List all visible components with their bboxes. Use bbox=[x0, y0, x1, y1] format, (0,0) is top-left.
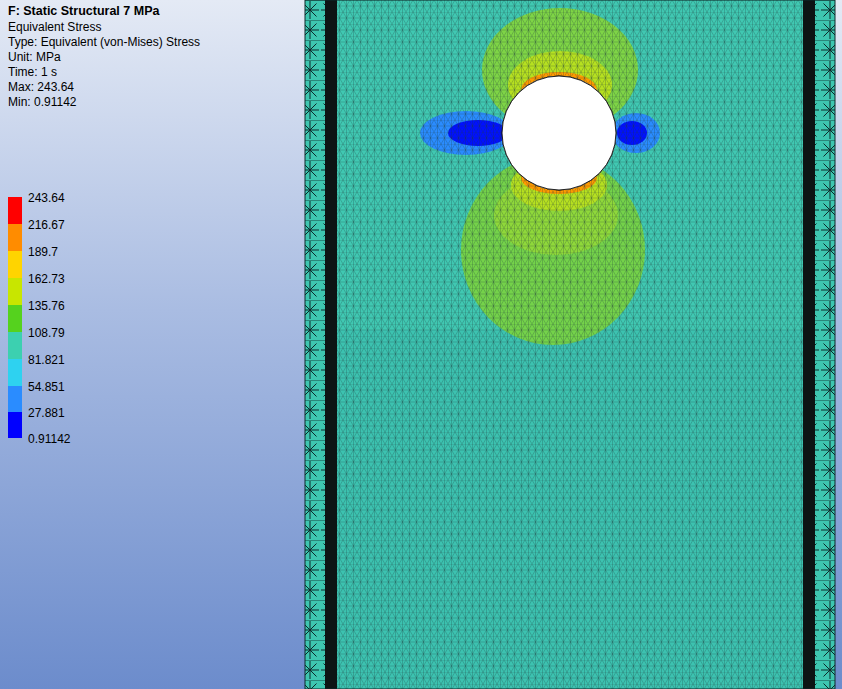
result-info: Time: 1 s bbox=[8, 65, 57, 79]
result-info: Type: Equivalent (von-Mises) Stress bbox=[8, 35, 200, 49]
result-info: Equivalent Stress bbox=[8, 20, 101, 34]
result-info: Min: 0.91142 bbox=[8, 95, 77, 109]
result-title: F: Static Structural 7 MPa bbox=[8, 4, 159, 18]
color-bar bbox=[8, 197, 22, 438]
result-info: Max: 243.64 bbox=[8, 80, 74, 94]
legend-value: 81.821 bbox=[28, 353, 65, 367]
legend-value: 162.73 bbox=[28, 272, 65, 286]
legend-value: 216.67 bbox=[28, 218, 65, 232]
legend-value: 0.91142 bbox=[28, 432, 71, 446]
legend-value: 108.79 bbox=[28, 326, 65, 340]
result-info: Unit: MPa bbox=[8, 50, 61, 64]
plate-model bbox=[305, 0, 835, 689]
legend-value: 135.76 bbox=[28, 299, 65, 313]
legend-value: 54.851 bbox=[28, 380, 65, 394]
legend-value: 189.7 bbox=[28, 245, 58, 259]
legend-value: 27.881 bbox=[28, 406, 65, 420]
legend-value: 243.64 bbox=[28, 191, 65, 205]
